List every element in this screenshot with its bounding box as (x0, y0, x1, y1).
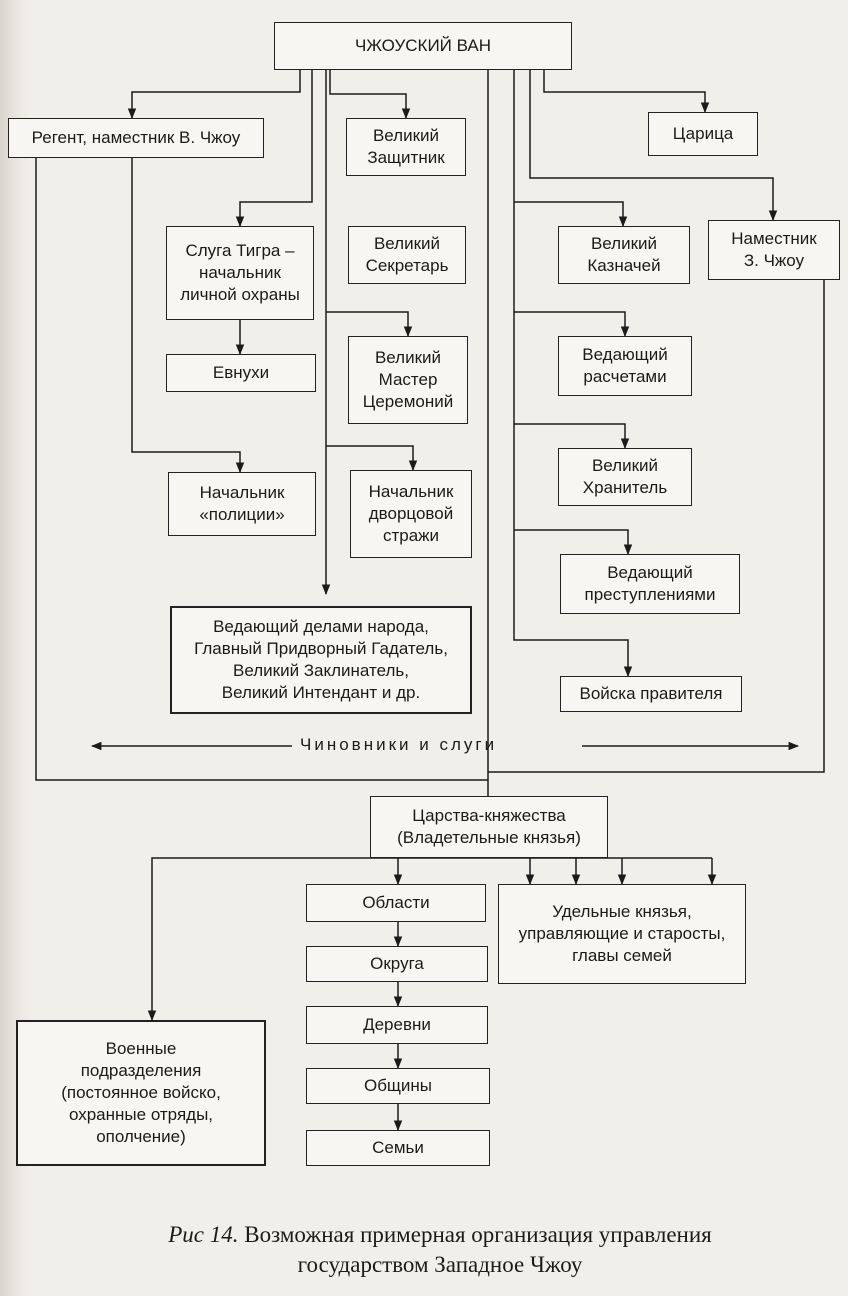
great-protector-label: Великий Защитник (367, 126, 445, 167)
communities-box: Общины (306, 1068, 490, 1104)
ruler-label: ЧЖОУСКИЙ ВАН (354, 36, 492, 55)
families-label: Семьи (372, 1138, 424, 1157)
crimes-box: Ведающий преступлениями (560, 554, 740, 614)
great-treasurer-label: Великий Казначей (587, 234, 661, 275)
appanage-box: Удельные князья, управляющие и старосты,… (498, 884, 746, 984)
governor-west-label: Наместник З. Чжоу (731, 229, 817, 270)
great-secretary-label: Великий Секретарь (365, 234, 449, 275)
kingdoms-label: Царства-княжества (Владетельные князья) (397, 806, 581, 847)
ruler-box: ЧЖОУСКИЙ ВАН (274, 22, 572, 70)
great-keeper-label: Великий Хранитель (582, 456, 668, 497)
caption-line-1: Рис 14. Возможная примерная организация … (60, 1220, 820, 1250)
figure-caption: Рис 14. Возможная примерная организация … (60, 1220, 820, 1280)
accounts-label: Ведающий расчетами (582, 345, 668, 386)
great-treasurer-box: Великий Казначей (558, 226, 690, 284)
regent-label: Регент, наместник В. Чжоу (31, 128, 241, 147)
districts-box: Округа (306, 946, 488, 982)
people-affairs-box: Ведающий делами народа, Главный Придворн… (170, 606, 472, 714)
ruler-troops-box: Войска правителя (560, 676, 742, 712)
caption-line-2: государством Западное Чжоу (297, 1252, 583, 1277)
kingdoms-box: Царства-княжества (Владетельные князья) (370, 796, 608, 858)
people-affairs-label: Ведающий делами народа, Главный Придворн… (194, 617, 448, 702)
eunuchs-box: Евнухи (166, 354, 316, 392)
tiger-servant-label: Слуга Тигра – начальник личной охраны (180, 241, 300, 304)
police-chief-label: Начальник «полиции» (199, 483, 285, 524)
caption-text-1: Возможная примерная организация управлен… (244, 1222, 712, 1247)
regions-box: Области (306, 884, 486, 922)
officials-label: Чиновники и слуги (300, 735, 497, 755)
military-label: Военные подразделения (постоянное войско… (61, 1039, 221, 1146)
master-ceremonies-label: Великий Мастер Церемоний (362, 348, 454, 411)
communities-label: Общины (363, 1076, 433, 1095)
police-chief-box: Начальник «полиции» (168, 472, 316, 536)
districts-label: Округа (370, 954, 424, 973)
great-keeper-box: Великий Хранитель (558, 448, 692, 506)
master-ceremonies-box: Великий Мастер Церемоний (348, 336, 468, 424)
regions-label: Области (362, 893, 430, 912)
tiger-servant-box: Слуга Тигра – начальник личной охраны (166, 226, 314, 320)
military-box: Военные подразделения (постоянное войско… (16, 1020, 266, 1166)
caption-figure-ref: Рис 14. (168, 1222, 239, 1247)
empress-box: Царица (648, 112, 758, 156)
crimes-label: Ведающий преступлениями (584, 563, 716, 604)
governor-west-box: Наместник З. Чжоу (708, 220, 840, 280)
appanage-label: Удельные князья, управляющие и старосты,… (518, 902, 726, 965)
officials-label-text: Чиновники и слуги (300, 735, 498, 754)
great-protector-box: Великий Защитник (346, 118, 466, 176)
eunuchs-label: Евнухи (212, 363, 270, 382)
palace-guard-chief-box: Начальник дворцовой стражи (350, 470, 472, 558)
families-box: Семьи (306, 1130, 490, 1166)
empress-label: Царица (672, 124, 734, 143)
palace-guard-chief-label: Начальник дворцовой стражи (368, 482, 454, 545)
accounts-box: Ведающий расчетами (558, 336, 692, 396)
ruler-troops-label: Войска правителя (579, 684, 723, 703)
villages-box: Деревни (306, 1006, 488, 1044)
regent-box: Регент, наместник В. Чжоу (8, 118, 264, 158)
villages-label: Деревни (363, 1015, 431, 1034)
great-secretary-box: Великий Секретарь (348, 226, 466, 284)
